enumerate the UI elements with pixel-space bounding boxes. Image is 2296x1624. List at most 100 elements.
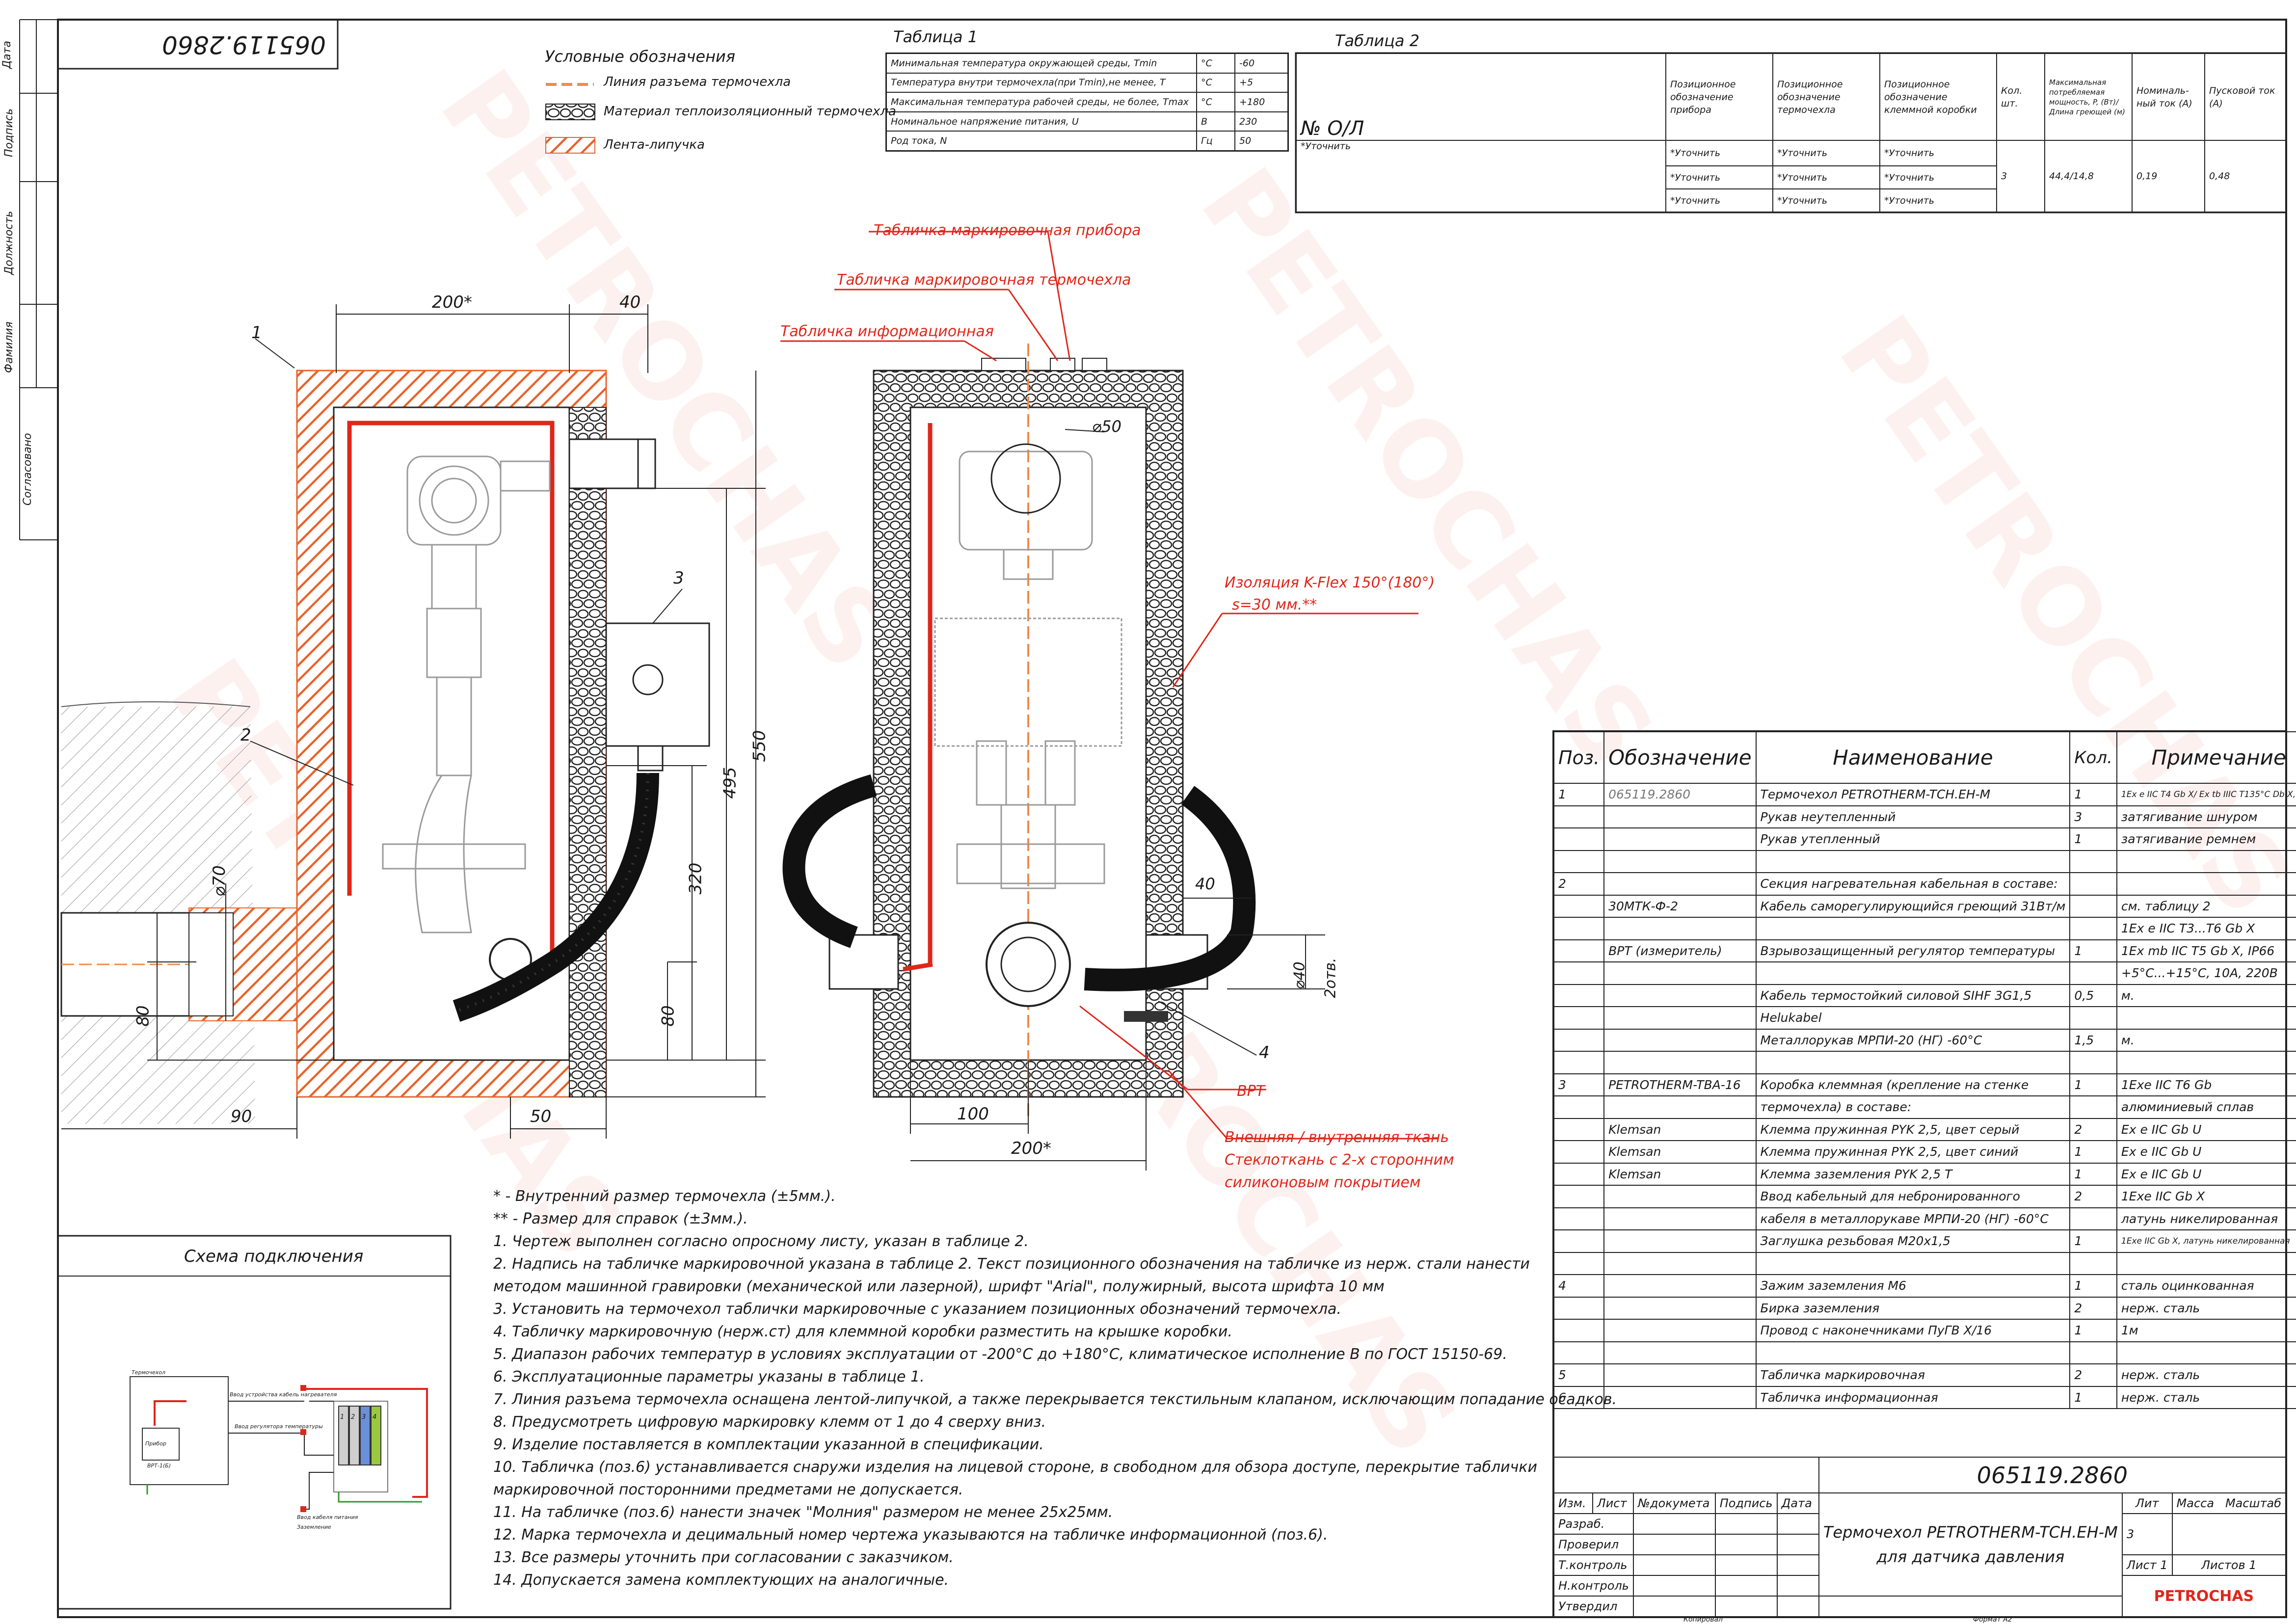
dim-left-80: 80 — [133, 1005, 153, 1027]
spec-cell: Klemsan — [1603, 1118, 1757, 1141]
spec-cell: 5 — [1553, 1363, 1605, 1387]
spec-cell: Провод с наконечниками ПуГВ Х/16 — [1755, 1319, 2071, 1342]
spec-cell — [1603, 1051, 1757, 1074]
note-line: 8. Предусмотреть цифровую маркировку кле… — [493, 1413, 1046, 1431]
spec-cell — [1603, 917, 1757, 940]
scheme-label-vrt: ВРТ-1(Б) — [147, 1463, 171, 1469]
side-stamp-sign: Подпись — [3, 108, 15, 157]
spec-cell: 065119.2860 — [1603, 783, 1757, 806]
spec-cell — [1553, 1229, 1605, 1253]
spec-cell: Термочехол PETROTHERM-TCH.EH-M — [1755, 783, 2071, 806]
spec-cell: нерж. сталь — [2116, 1296, 2296, 1320]
company-logo: PETROCHAS — [2121, 1575, 2287, 1617]
table2-cell: *Уточнить — [1665, 165, 1773, 190]
leader-1: 1 — [251, 323, 262, 343]
scheme-label-power-in: Ввод кабеля питания — [297, 1514, 358, 1520]
tb-col-doc: №докумета — [1632, 1492, 1716, 1515]
spec-cell — [2069, 1095, 2117, 1119]
scheme-terminal-1: 1 — [340, 1413, 345, 1421]
spec-cell: 1 — [2069, 1162, 2117, 1186]
spec-cell — [1603, 1385, 1757, 1409]
spec-cell — [1553, 805, 1605, 828]
spec-row: термочехла) в составе:алюминиевый сплав — [1553, 1095, 2296, 1119]
spec-cell — [1603, 805, 1757, 828]
spec-cell — [1553, 894, 1605, 918]
spec-cell: алюминиевый сплав — [2116, 1095, 2296, 1119]
leader-4: 4 — [1259, 1043, 1270, 1063]
spec-row: +5°С...+15°С, 10А, 220В — [1553, 961, 2296, 985]
table1-row: Минимальная температура окружающей среды… — [886, 53, 1288, 74]
note-line: 3. Установить на термочехол таблички мар… — [493, 1301, 1341, 1318]
table2-cell: *Уточнить — [1665, 188, 1773, 213]
spec-cell — [1553, 850, 1605, 873]
dim-top-width: 200* — [432, 293, 472, 312]
note-line: ** - Размер для справок (±3мм.). — [493, 1210, 748, 1227]
spec-cell: 2 — [1553, 872, 1605, 896]
spec-cell — [1603, 1006, 1757, 1030]
spec-cell — [1603, 1319, 1757, 1342]
title-block-number: 065119.2860 — [1818, 1456, 2287, 1494]
title-block-name-2: для датчика давления — [1876, 1547, 2065, 1567]
table2-header-start: Пусковой ток (А) — [2204, 53, 2286, 141]
spec-cell: Коробка клеммная (крепление на стенке — [1755, 1073, 2071, 1096]
spec-cell: 1м — [2116, 1319, 2296, 1342]
spec-cell — [2069, 872, 2117, 896]
dim-flange: 40 — [619, 293, 641, 312]
note-line: 6. Эксплуатационные параметры указаны в … — [493, 1368, 925, 1385]
table2-qty: 3 — [1996, 140, 2045, 213]
spec-cell: затягивание ремнем — [2116, 827, 2296, 851]
spec-header-designation: Обозначение — [1603, 731, 1757, 784]
table1-cell: +5 — [1234, 72, 1288, 93]
dim-80-right: 80 — [658, 1005, 678, 1027]
label-cover-plate: Табличка маркировочная термочехла — [837, 271, 1131, 289]
table2-header-box: Позиционное обозначение клеммной коробки — [1879, 53, 1997, 141]
spec-cell — [1755, 850, 2071, 873]
note-line: методом машинной гравировки (механическо… — [493, 1278, 1385, 1295]
spec-cell — [1603, 1028, 1757, 1052]
tb-lit-value: 3 — [2121, 1513, 2173, 1556]
spec-cell — [1603, 1207, 1757, 1230]
table1-cell: В — [1196, 111, 1235, 132]
scheme-label-device: Прибор — [145, 1440, 166, 1447]
table2-cell: *Уточнить — [1879, 140, 1997, 167]
spec-row: ВРТ (измеритель)Взрывозащищенный регулят… — [1553, 939, 2296, 962]
spec-cell: м. — [2116, 984, 2296, 1007]
copied-label: Копировал — [1683, 1616, 1723, 1624]
note-line: 9. Изделие поставляется в комплектации у… — [493, 1436, 1044, 1453]
tb-mass: Масса — [2176, 1496, 2215, 1511]
table2-header-device: Позиционное обозначение прибора — [1665, 53, 1773, 141]
spec-cell — [1603, 1296, 1757, 1320]
tb-sheets: Листов 1 — [2171, 1554, 2287, 1576]
spec-cell: Рукав неутепленный — [1755, 805, 2071, 828]
table2-header-power: Максимальная потребляемая мощность, P, (… — [2044, 53, 2133, 141]
table1-cell: Температура внутри термочехла(при Tmin),… — [886, 72, 1197, 93]
spec-cell: 1Exe IIC Gb X — [2116, 1185, 2296, 1208]
spec-row: 1Ex e IIC T3...T6 Gb X — [1553, 917, 2296, 940]
spec-cell — [1603, 1185, 1757, 1208]
dim-200: 200* — [1011, 1139, 1051, 1158]
spec-cell: 1Ex e IIC T3...T6 Gb X — [2116, 917, 2296, 940]
legend-item-velcro: Лента-липучка — [604, 137, 705, 152]
spec-cell: 3 — [2069, 805, 2117, 828]
spec-cell: 1Ex e IIC T4 Gb X/ Ex tb IIIC T135°C Db … — [2116, 783, 2296, 806]
spec-cell: 2 — [2069, 1363, 2117, 1387]
spec-cell: 4 — [1553, 1274, 1605, 1298]
side-stamp-surname: Фамилия — [3, 321, 15, 373]
spec-cell — [1553, 1207, 1605, 1230]
spec-cell — [1603, 984, 1757, 1007]
spec-cell: Кабель термостойкий силовой SIHF 3G1,5 — [1755, 984, 2071, 1007]
spec-cell: 0,5 — [2069, 984, 2117, 1007]
spec-cell: 1Exe IIC T6 Gb — [2116, 1073, 2296, 1096]
spec-row — [1553, 1051, 2296, 1074]
spec-cell: 1 — [2069, 1319, 2117, 1342]
spec-cell — [2069, 1341, 2117, 1364]
tb-scale: Масштаб — [2225, 1496, 2281, 1511]
spec-cell: 1Ex mb IIC T5 Gb X, IP66 — [2116, 939, 2296, 962]
spec-cell: нерж. сталь — [2116, 1385, 2296, 1409]
